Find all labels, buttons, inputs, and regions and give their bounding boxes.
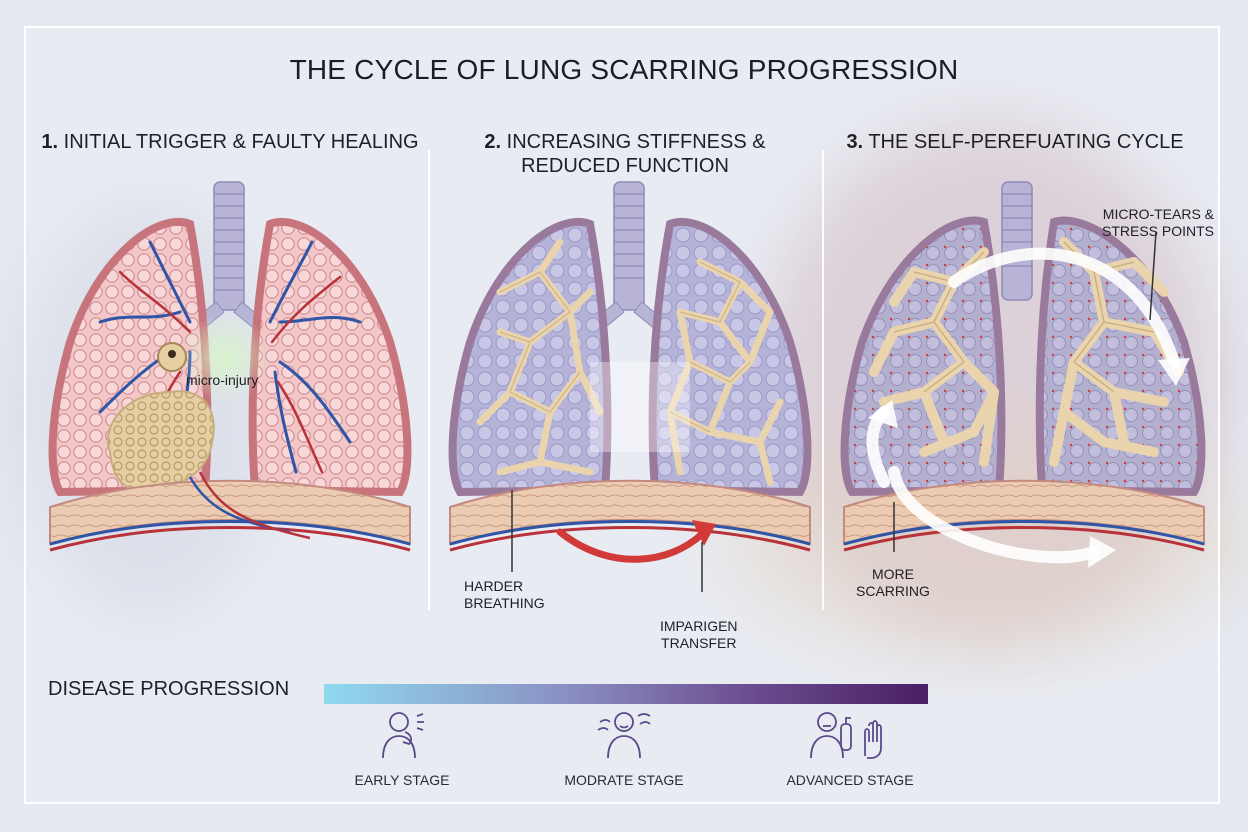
person-oxygen-tank-icon: [810, 712, 882, 759]
frame-border: [24, 26, 1220, 804]
label-more-scarring: MORE SCARRING: [856, 566, 930, 600]
left-lung: [840, 216, 1006, 497]
left-lung: [448, 217, 612, 497]
impaired-transfer-arrow: [556, 528, 706, 563]
label-scarring: SCARRING: [856, 583, 930, 599]
label-imparigen: IMPARIGEN: [660, 618, 738, 634]
lung-illustration-stage-2: [448, 181, 812, 592]
progression-label: DISEASE PROGRESSION: [48, 678, 290, 700]
panel-1-text: INITIAL TRIGGER & FAULTY HEALING: [63, 131, 419, 153]
label-micro-injury: micro-injury: [186, 372, 259, 388]
diaphragm: [449, 479, 811, 552]
panel-2-title: 2. INCREASING STIFFNESS & REDUCED FUNCTI…: [430, 130, 820, 178]
panel-2-number: 2.: [484, 131, 502, 153]
panel-2-line1: INCREASING STIFFNESS &: [506, 131, 766, 153]
panel-divider: [822, 150, 824, 610]
label-micro-tears: MICRO-TEARS & STRESS POINTS: [1102, 206, 1214, 240]
right-lung: [248, 217, 412, 497]
lung-illustration-stage-3: [840, 181, 1206, 568]
page-title: THE CYCLE OF LUNG SCARRING PROGRESSION: [289, 54, 959, 85]
label-harder: HARDER: [464, 578, 524, 594]
stage-moderate-label: MODRATE STAGE: [564, 772, 684, 788]
panel-divider: [428, 150, 430, 610]
label-transfer: TRANSFER: [661, 635, 737, 651]
label-micro-tears-line1: MICRO-TEARS &: [1102, 206, 1215, 222]
trachea: [1001, 181, 1033, 301]
stage-early-icon-wrap: [322, 708, 482, 765]
stage-advanced-icon-wrap: [770, 708, 930, 765]
panel-1-number: 1.: [41, 131, 59, 153]
label-more: MORE: [871, 566, 914, 582]
lung-illustration-stage-1: [48, 181, 412, 552]
panel-3-number: 3.: [846, 131, 864, 153]
arrow-head-icon: [692, 520, 716, 546]
panel-3-title: 3. THE SELF-PEREFUATING CYCLE: [830, 130, 1200, 154]
panel-2-line2: REDUCED FUNCTION: [521, 155, 729, 177]
injury-glow: [180, 312, 270, 402]
person-coughing-icon: [382, 712, 424, 759]
label-micro-tears-line2: STRESS POINTS: [1102, 223, 1215, 239]
stage-advanced-label: ADVANCED STAGE: [786, 772, 914, 788]
label-harder-breathing: HARDER BREATHING: [464, 578, 545, 612]
cycle-arrow-icon: [866, 247, 1190, 568]
panel-1-title: 1. INITIAL TRIGGER & FAULTY HEALING: [40, 130, 420, 154]
label-breathing: BREATHING: [464, 595, 545, 611]
stage-early-label: EARLY STAGE: [354, 772, 450, 788]
panel-3-text: THE SELF-PEREFUATING CYCLE: [868, 131, 1184, 153]
progression-bar: [324, 684, 928, 704]
diaphragm: [49, 471, 411, 552]
label-impaired-transfer: IMPARIGEN TRANSFER: [660, 618, 738, 652]
stage-moderate-icon-wrap: [544, 708, 704, 765]
gas-exchange-window: [590, 362, 690, 452]
person-breathless-icon: [597, 712, 651, 759]
